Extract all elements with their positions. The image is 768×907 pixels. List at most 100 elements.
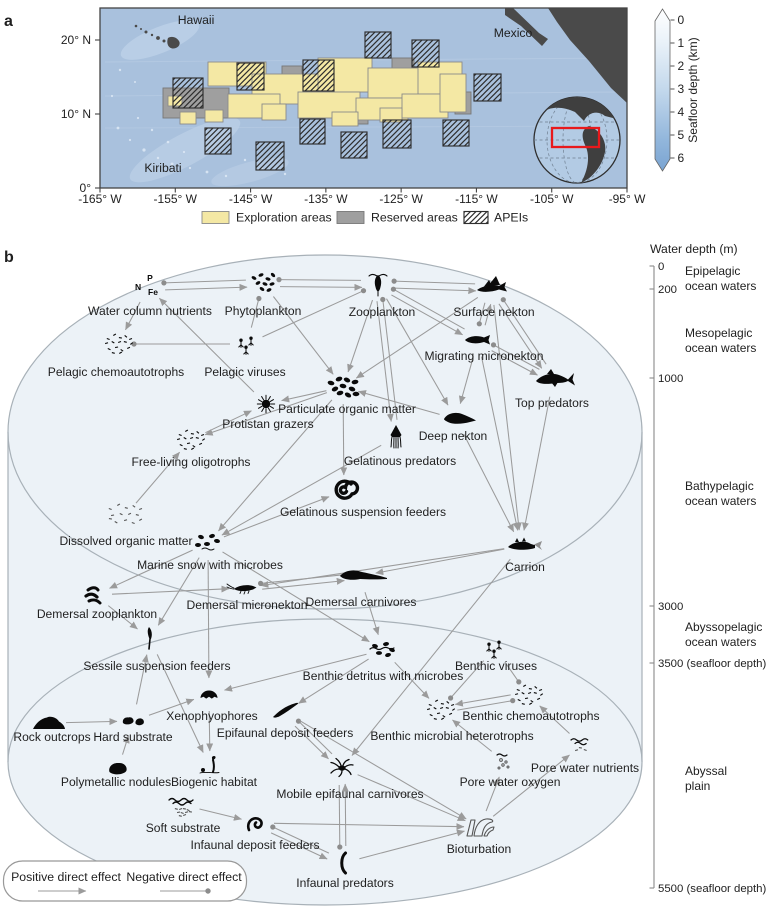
edge-benthic-detritus-with-microbes-xenophyophores — [224, 653, 367, 692]
depth-tick-label: 0 — [658, 261, 664, 273]
phytoplankton-icon — [251, 272, 276, 292]
xenophyophores-icon — [200, 690, 218, 699]
benthic-microbial-heterotrophs-icon — [427, 699, 456, 720]
edge-rock-outcrops-hard-substrate — [65, 718, 118, 726]
edge-infaunal-predators-mobile-epifaunal-carnivores — [341, 783, 349, 847]
edge-water-column-nutrients-pelagic-chemoautotrophs — [125, 301, 141, 331]
edge-benthic-chemoautotrophs-benthic-microbial-heterotrophs — [454, 694, 511, 707]
node-label-xenophyophores: Xenophyophores — [166, 709, 257, 723]
negative-effect-label: Negative direct effect — [126, 870, 242, 884]
node-label-epifaunal-deposit-feeders: Epifaunal deposit feeders — [217, 726, 354, 740]
edge-particulate-organic-matter-marine-snow-with-microbes — [218, 399, 333, 532]
edge-mobile-epifaunal-carnivores-infaunal-predators — [338, 784, 341, 848]
depth-zone-label: Abyssal — [685, 764, 727, 778]
edge-gelatinous-predators-marine-snow-with-microbes — [221, 444, 382, 536]
node-label-protistan-grazers: Protistan grazers — [222, 417, 313, 431]
edge-gelatinous-predators-zooplankton — [382, 299, 398, 420]
node-label-infaunal-deposit-feeders: Infaunal deposit feeders — [190, 838, 319, 852]
colorbar-tick: 1 — [678, 36, 685, 50]
svg-text:Fe: Fe — [148, 287, 158, 297]
edge-top-predators-surface-nekton — [502, 299, 547, 365]
panel-b-label: b — [4, 249, 14, 266]
depth-scale-title: Water depth (m) — [650, 242, 738, 256]
surface-nekton-icon — [477, 276, 507, 292]
edge-demersal-micronekton-demersal-carnivores — [262, 577, 345, 590]
map-y-tick: 20° N — [61, 33, 91, 47]
negative-effect-dot — [337, 844, 343, 850]
infaunal-deposit-feeders-icon — [246, 817, 263, 832]
edge-surface-nekton-carrion — [493, 304, 522, 531]
edge-surface-nekton-zooplankton — [394, 280, 476, 285]
edge-dissolved-organic-matter-free-living-oligotrophs — [135, 451, 180, 504]
demersal-micronekton-icon — [226, 583, 257, 595]
edge-particulate-organic-matter-protistan-grazers — [281, 390, 327, 403]
edge-pelagic-viruses-phytoplankton — [250, 298, 260, 328]
edge-phytoplankton-water-column-nutrients — [163, 279, 246, 284]
node-label-soft-substrate: Soft substrate — [146, 821, 221, 835]
depth-zone-label: Mesopelagic — [685, 326, 752, 340]
demersal-carnivores-icon — [340, 570, 387, 580]
deep-nekton-icon — [444, 412, 476, 424]
colorbar-tick: 3 — [678, 82, 685, 96]
negative-effect-dot — [390, 286, 396, 292]
positive-effect-label: Positive direct effect — [11, 870, 121, 884]
svg-text:N: N — [135, 282, 141, 292]
edge-migrating-micronekton-carrion — [480, 356, 520, 531]
soft-substrate-icon — [168, 797, 194, 817]
depth-zone-label: ocean waters — [685, 494, 756, 508]
edge-demersal-zooplankton-sessile-suspension-feeders — [107, 605, 138, 630]
negative-effect-dot — [516, 679, 522, 685]
node-label-dissolved-organic-matter: Dissolved organic matter — [59, 534, 192, 548]
edge-demersal-carnivores-benthic-detritus-with-microbes — [364, 592, 380, 636]
colorbar-tick: 2 — [678, 59, 685, 73]
edge-phytoplankton-zooplankton — [279, 283, 363, 291]
node-label-demersal-zooplankton: Demersal zooplankton — [37, 607, 157, 621]
depth-tick-label: 3500 (seafloor depth) — [658, 658, 766, 670]
node-label-pelagic-viruses: Pelagic viruses — [204, 365, 285, 379]
map-y-axis: 20° N10° N0° — [61, 33, 100, 195]
zooplankton-icon — [368, 273, 388, 297]
node-label-sessile-suspension-feeders: Sessile suspension feeders — [83, 659, 230, 673]
edge-marine-snow-with-microbes-benthic-detritus-with-microbes — [222, 551, 370, 643]
depth-tick-label: 200 — [658, 284, 677, 296]
edge-phytoplankton-particulate-organic-matter — [272, 296, 334, 375]
negative-effect-dot — [476, 321, 482, 327]
edge-sessile-suspension-feeders-biogenic-habitat — [156, 654, 204, 753]
pore-water-oxygen-icon — [496, 753, 510, 770]
seamount-dots — [110, 68, 287, 178]
edge-benthic-microbial-heterotrophs-benthic-chemoautotrophs — [457, 700, 513, 711]
node-label-benthic-chemoautotrophs: Benthic chemoautotrophs — [462, 709, 599, 723]
node-label-phytoplankton: Phytoplankton — [225, 304, 302, 318]
edge-top-predators-carrion — [522, 396, 551, 531]
map-border — [99, 7, 628, 189]
map-label-hawaii: Hawaii — [178, 13, 215, 27]
node-label-pore-water-oxygen: Pore water oxygen — [460, 775, 561, 789]
edge-particulate-organic-matter-free-living-oligotrophs — [204, 392, 328, 436]
depth-zone-label: ocean waters — [685, 341, 756, 355]
negative-effect-dot — [258, 580, 264, 587]
panel-a-label: a — [4, 13, 13, 30]
colorbar-tick: 0 — [678, 13, 685, 27]
node-label-benthic-viruses: Benthic viruses — [455, 659, 537, 673]
edge-carrion-demersal-carnivores — [375, 548, 505, 576]
edge-marine-snow-with-microbes-xenophyophores — [205, 559, 213, 679]
top-predators-icon — [536, 369, 575, 387]
map-x-tick: -125° W — [379, 192, 423, 206]
node-label-benthic-microbial-heterotrophs: Benthic microbial heterotrophs — [370, 729, 533, 743]
benthic-viruses-icon — [486, 640, 502, 659]
node-label-bioturbation: Bioturbation — [447, 842, 512, 856]
negative-effect-dot — [295, 718, 302, 724]
globe-ccz-highlight — [550, 126, 601, 149]
map-y-tick: 0° — [80, 181, 92, 195]
legend-label-reserved: Reserved areas — [371, 211, 458, 225]
hard-substrate-icon — [122, 717, 144, 726]
particulate-organic-matter-icon — [327, 376, 360, 398]
panel-a-map: Hawaii Mexico Kiribati -165° W-155° W-14… — [61, 7, 700, 225]
rock-outcrops-icon — [33, 716, 65, 729]
node-label-particulate-organic-matter: Particulate organic matter — [278, 402, 416, 416]
map-x-tick: -95° W — [609, 192, 646, 206]
negative-effect-dot — [360, 288, 367, 294]
